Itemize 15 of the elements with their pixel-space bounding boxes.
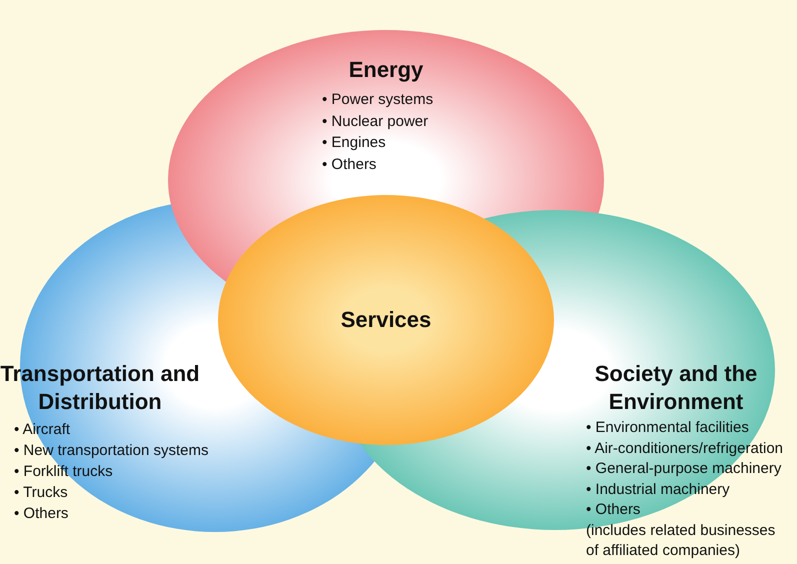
list-item: • Others: [322, 154, 376, 174]
list-item: • Environmental facilities: [586, 418, 749, 438]
list-item: • Engines: [322, 133, 386, 153]
list-item: • Power systems: [322, 90, 434, 110]
category-heading: Energy: [348, 56, 424, 84]
list-item: • Trucks: [14, 483, 68, 503]
category-heading: Services: [340, 306, 432, 334]
category-heading: Transportation and Distribution: [0, 360, 200, 416]
note-text: (includes related businesses of affiliated companies): [586, 520, 776, 560]
list-item: • Others: [14, 504, 68, 524]
list-item: • Others: [586, 500, 640, 520]
list-item: • Forklift trucks: [14, 462, 113, 482]
list-item: • Nuclear power: [322, 112, 428, 132]
category-heading: Society and the Environment: [594, 360, 758, 416]
list-item: • Air-conditioners/refrigeration: [586, 438, 784, 458]
